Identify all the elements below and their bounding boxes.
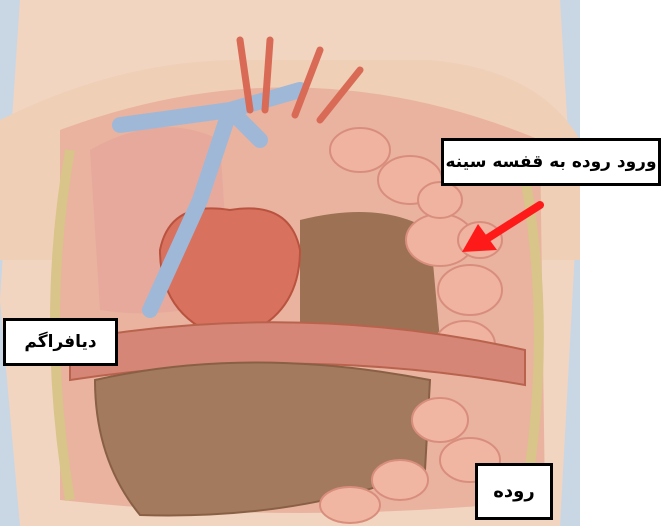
label-diaphragm: دیافراگم — [3, 318, 118, 366]
label-intestine-entering-chest: ورود روده به قفسه سینه — [441, 138, 661, 186]
label-intestine: روده — [475, 463, 553, 520]
